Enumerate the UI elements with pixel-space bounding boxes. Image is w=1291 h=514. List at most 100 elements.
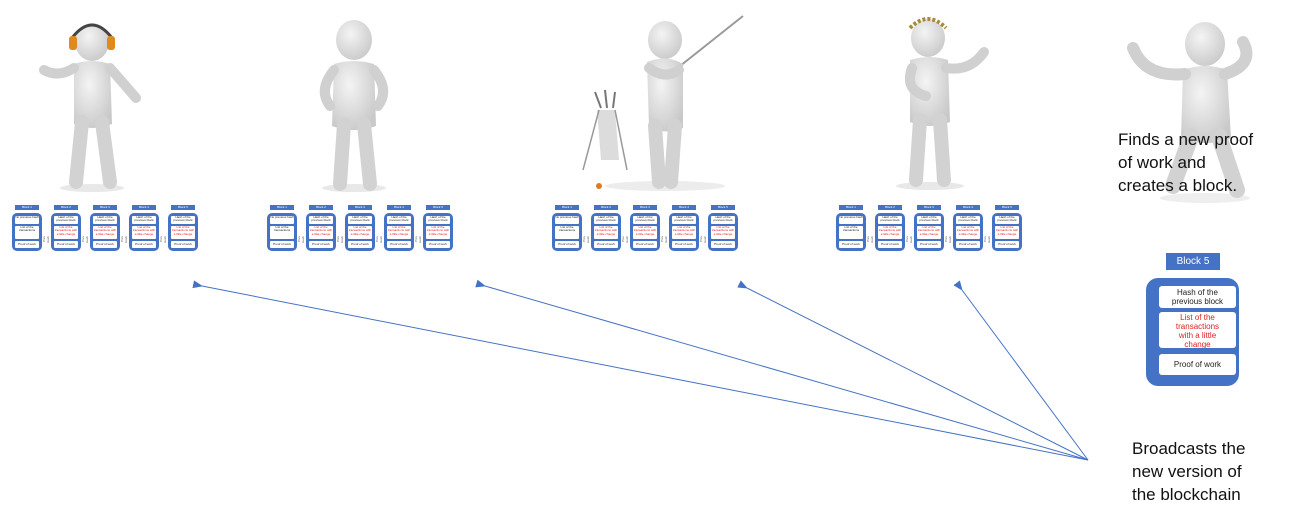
mini-block-proof: Proof of work <box>54 241 78 248</box>
laurel-figure <box>880 10 1000 195</box>
mini-block-label: Block 3 <box>93 205 117 210</box>
finds-proof-caption: Finds a new proof of work and creates a … <box>1118 128 1253 197</box>
mini-block-label: Block 5 <box>995 205 1019 210</box>
mini-block-hash: Hash of the previous block <box>132 216 156 224</box>
new-block-transactions-line: List of the <box>1180 313 1215 322</box>
mini-block-label: Block 5 <box>171 205 195 210</box>
mini-block-hash: Hash of the previous block <box>672 216 696 224</box>
mini-block-hash: Hash of the previous block <box>348 216 372 224</box>
mini-block-transactions: List of the transactions with a little c… <box>426 226 450 239</box>
mini-block-proof: Proof of work <box>633 241 657 248</box>
mini-block-proof: Proof of work <box>15 241 39 248</box>
mini-block-hash: Hash of the previous block <box>93 216 117 224</box>
mini-block-proof: Proof of work <box>711 241 735 248</box>
new-block-transactions-line: with a little <box>1178 331 1217 340</box>
new-block-hash-line: previous block <box>1171 297 1224 306</box>
mini-block-transactions: List of the transactions with a little c… <box>672 226 696 239</box>
mini-block-hash: Hash of the previous block <box>54 216 78 224</box>
mini-block-label: Block 4 <box>132 205 156 210</box>
mini-block-proof: Proof of work <box>426 241 450 248</box>
mini-block-proof: Proof of work <box>309 241 333 248</box>
new-block-label: Block 5 <box>1166 253 1220 270</box>
mini-block-transactions: List of the transactions with a little c… <box>93 226 117 239</box>
mini-block-proof: Proof of work <box>995 241 1019 248</box>
mini-block-hash: No previous hash <box>839 216 863 224</box>
mini-block-hash: Hash of the previous block <box>633 216 657 224</box>
mini-block-transactions: List of the transactions with a little c… <box>878 226 902 239</box>
mini-block-transactions: List of the transactions with a little c… <box>132 226 156 239</box>
mini-block-hash: No previous hash <box>555 216 579 224</box>
mini-block-hash: Hash of the previous block <box>995 216 1019 224</box>
mini-block-hash: Hash of the previous block <box>171 216 195 224</box>
mini-block-hash: Hash of the previous block <box>387 216 411 224</box>
mini-block-proof: Proof of work <box>839 241 863 248</box>
mini-block-hash: No previous hash <box>15 216 39 224</box>
mini-block-proof: Proof of work <box>555 241 579 248</box>
mini-block-transactions: List of the transactions with a little c… <box>171 226 195 239</box>
new-block-transactions-line: transactions <box>1175 322 1220 331</box>
new-block-transactions-line: change <box>1184 340 1211 348</box>
mini-block-hash: Hash of the previous block <box>917 216 941 224</box>
arrow <box>953 280 1089 461</box>
mini-block-transactions: List of the transactions with a little c… <box>348 226 372 239</box>
caption-line: Finds a new proof <box>1118 130 1254 149</box>
hands-on-hips-figure <box>310 14 395 194</box>
new-block-proof: Proof of work <box>1159 354 1236 375</box>
mini-block-label: Block 4 <box>956 205 980 210</box>
mini-block-label: Block 4 <box>672 205 696 210</box>
mini-block-label: Block 1 <box>15 205 39 210</box>
new-block-transactions: List of the transactions with a little c… <box>1159 312 1236 348</box>
mini-block-label: Block 4 <box>387 205 411 210</box>
mini-block-hash: Hash of the previous block <box>711 216 735 224</box>
mini-block-transactions: List of the transactions with a little c… <box>309 226 333 239</box>
mini-block-label: Block 3 <box>633 205 657 210</box>
mini-block-label: Block 1 <box>839 205 863 210</box>
mini-block-transactions: List of the transactions with a little c… <box>633 226 657 239</box>
mini-block-proof: Proof of work <box>387 241 411 248</box>
mini-block-label: Block 2 <box>594 205 618 210</box>
mini-block-transactions: List of the transactions with a little c… <box>387 226 411 239</box>
mini-block-transactions: List of the transactions with a little c… <box>917 226 941 239</box>
mini-block-proof: Proof of work <box>132 241 156 248</box>
mini-block-proof: Proof of work <box>878 241 902 248</box>
mini-block-hash: Hash of the previous block <box>956 216 980 224</box>
mini-block-hash: Hash of the previous block <box>426 216 450 224</box>
mini-block-proof: Proof of work <box>672 241 696 248</box>
mini-block-transactions: List of the transactions <box>839 226 863 239</box>
new-block-hash: Hash of the previous block <box>1159 286 1236 308</box>
golfer-figure <box>575 10 755 195</box>
mini-block-proof: Proof of work <box>270 241 294 248</box>
mini-block-label: Block 5 <box>426 205 450 210</box>
mini-block-transactions: List of the transactions with a little c… <box>995 226 1019 239</box>
arrow <box>737 280 1089 461</box>
mini-block-hash: Hash of the previous block <box>594 216 618 224</box>
mini-block-hash: Hash of the previous block <box>878 216 902 224</box>
new-block: Hash of the previous block List of the t… <box>1146 278 1239 386</box>
